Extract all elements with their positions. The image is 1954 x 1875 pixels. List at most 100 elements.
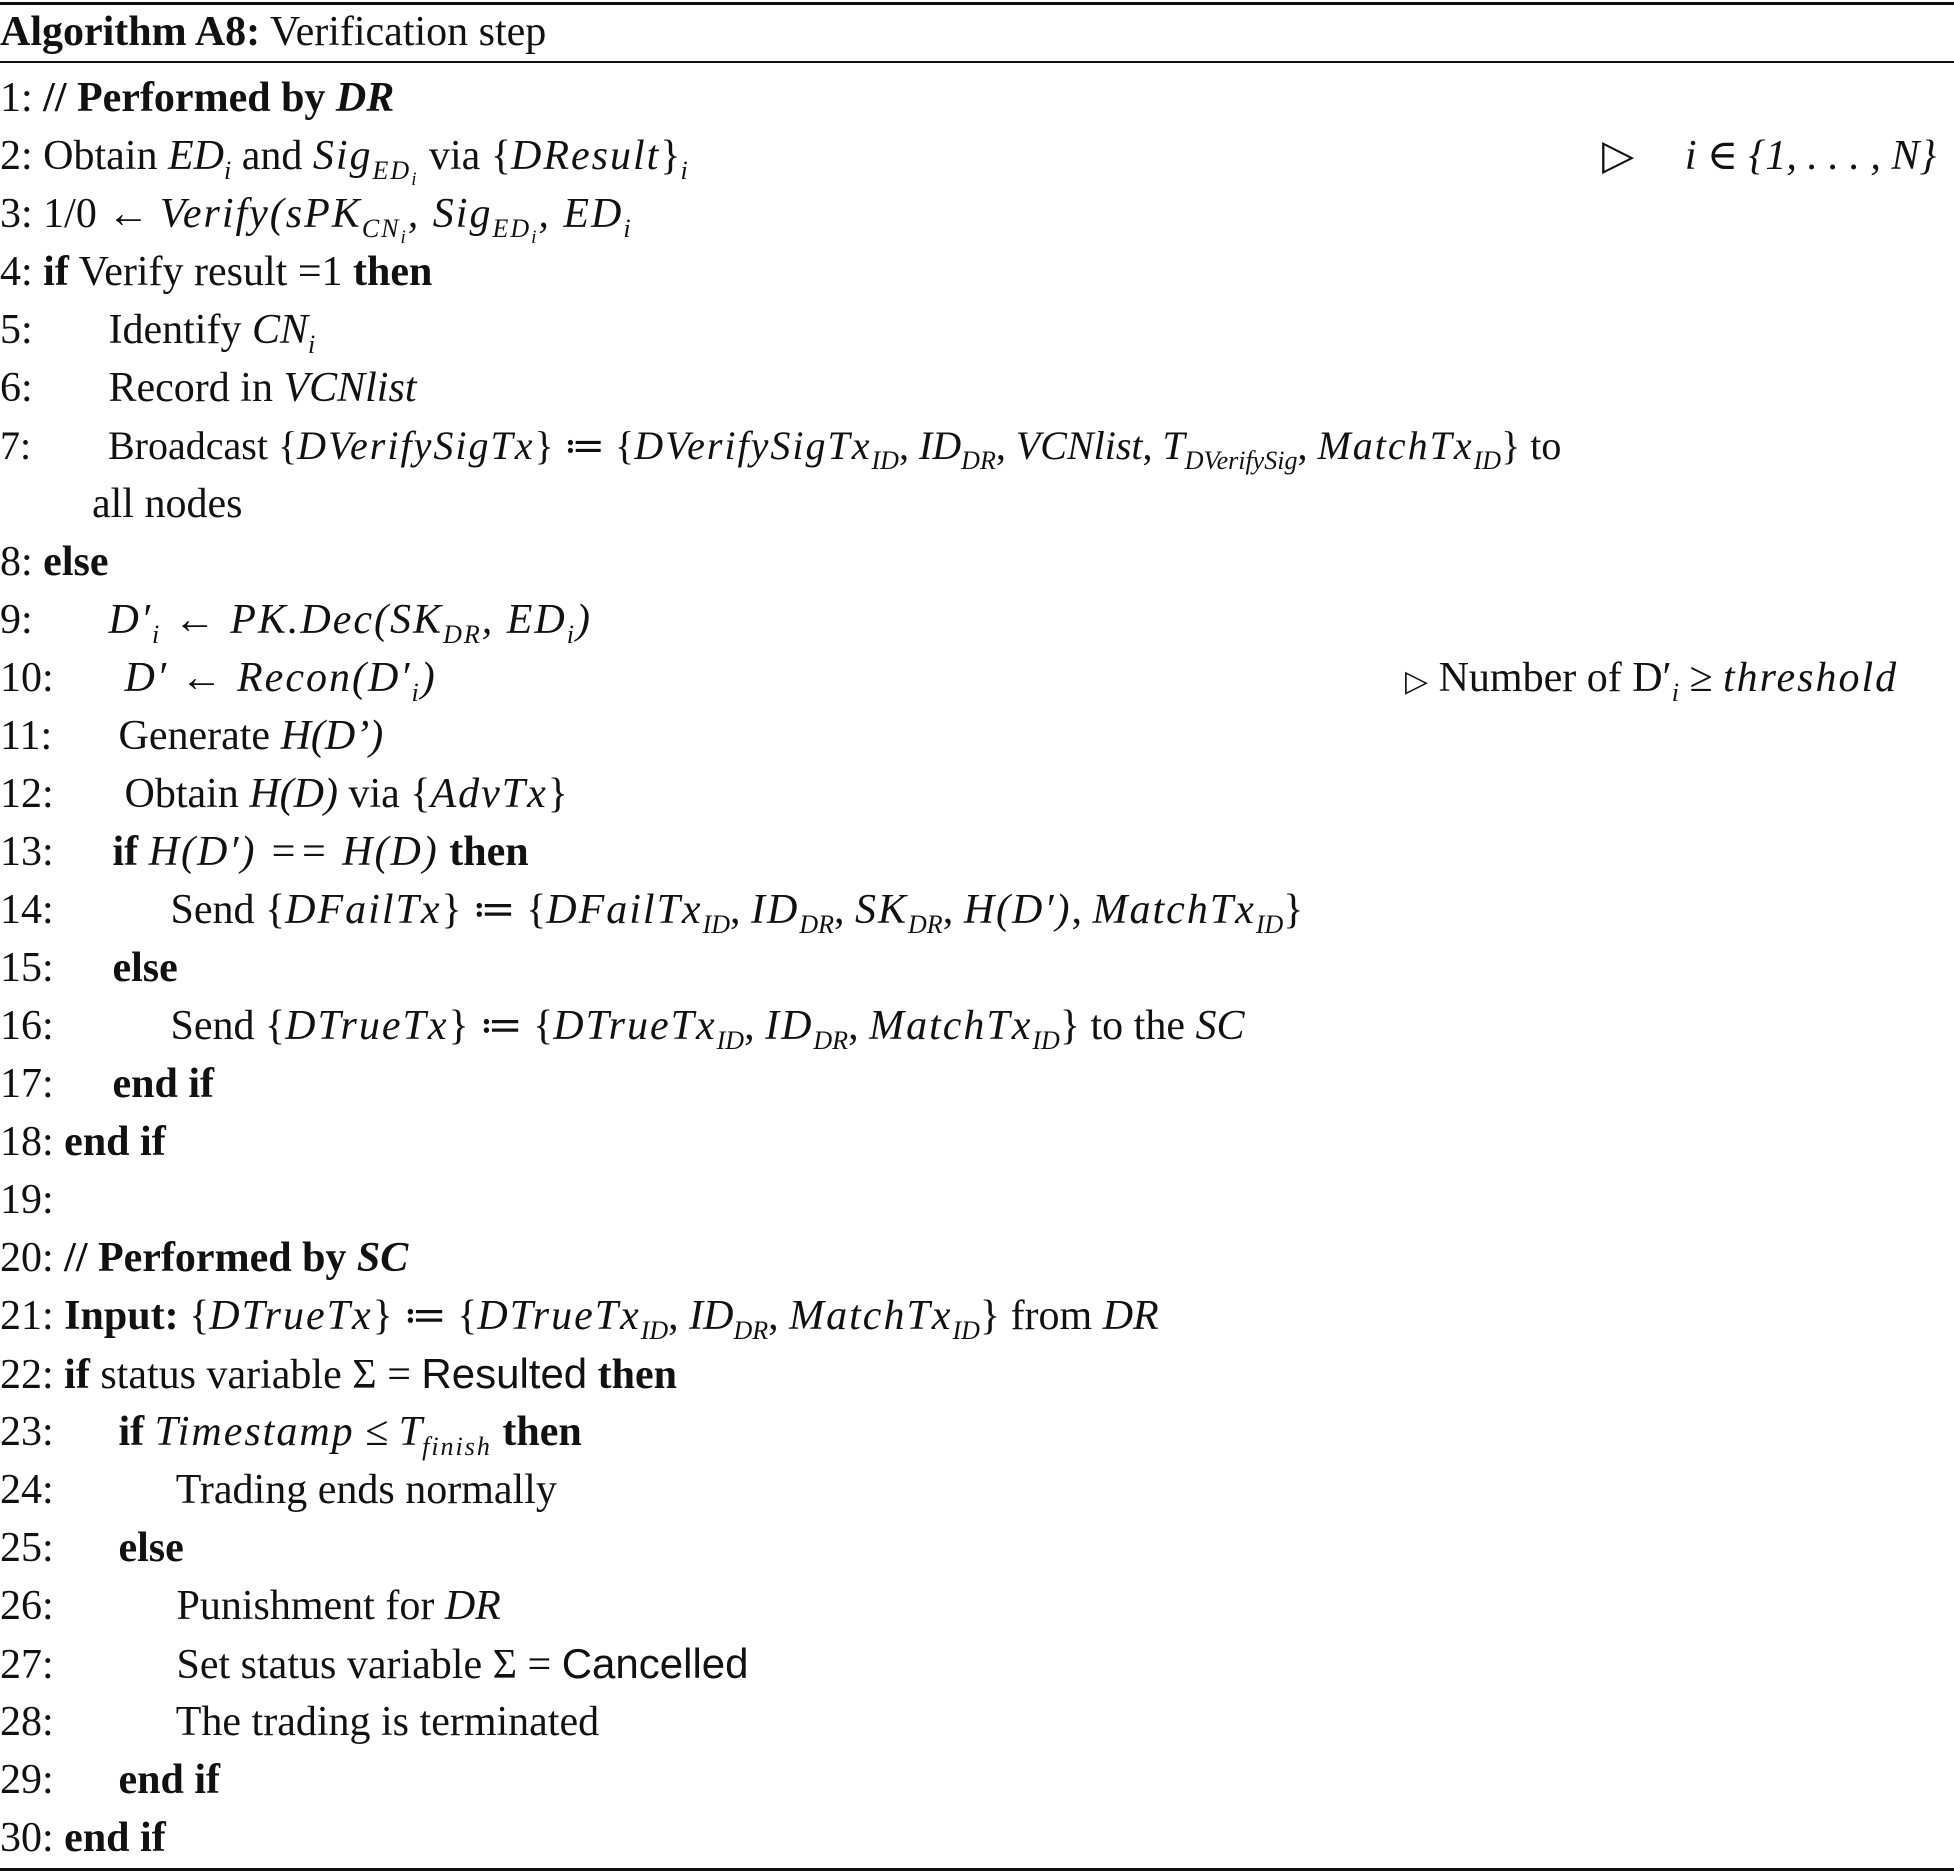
symbol: MatchTx bbox=[789, 1293, 953, 1339]
brace: } bbox=[547, 771, 568, 817]
subscript: DR bbox=[799, 910, 835, 939]
condition: status variable Σ = bbox=[100, 1352, 411, 1398]
line-number: 8: bbox=[0, 539, 33, 585]
symbol: DTrueTx bbox=[209, 1293, 373, 1339]
text: and bbox=[241, 133, 303, 179]
symbol: Verify(sPK bbox=[159, 191, 362, 237]
operator: ≔ bbox=[472, 887, 516, 933]
algorithm-caption: Verification step bbox=[269, 9, 547, 55]
symbol: ID bbox=[918, 423, 962, 468]
keyword: then bbox=[449, 829, 529, 875]
text: Trading ends normally bbox=[175, 1467, 557, 1513]
line-29: 29: end if bbox=[0, 1751, 220, 1809]
text: Punishment for bbox=[176, 1583, 435, 1629]
line-25: 25: else bbox=[0, 1519, 184, 1577]
text: to the bbox=[1090, 1003, 1185, 1049]
line-30: 30: end if bbox=[0, 1809, 166, 1867]
keyword: then bbox=[597, 1352, 678, 1398]
text: Broadcast bbox=[108, 423, 268, 468]
symbol: ID bbox=[765, 1003, 814, 1049]
keyword: end if bbox=[112, 1061, 215, 1107]
symbol: DFailTx bbox=[546, 887, 703, 933]
line-number: 16: bbox=[0, 1003, 54, 1049]
line-number: 21: bbox=[0, 1293, 54, 1339]
actor: DR bbox=[444, 1583, 501, 1629]
symbol: DTrueTx bbox=[285, 1003, 449, 1049]
line-number: 10: bbox=[0, 655, 54, 701]
symbol: D′ bbox=[108, 597, 153, 643]
line-number: 18: bbox=[0, 1119, 54, 1165]
line-7-continued: all nodes bbox=[92, 475, 242, 533]
subscript: DR bbox=[733, 1316, 769, 1345]
brace: } bbox=[1283, 887, 1304, 933]
line-9: 9: D′i ← PK.Dec(SKDR, EDi) bbox=[0, 591, 592, 649]
symbol: DVerifySigTx bbox=[297, 423, 535, 468]
text: Send bbox=[170, 887, 255, 933]
line-number: 19: bbox=[0, 1177, 54, 1223]
brace: { bbox=[410, 771, 431, 817]
subscript: i bbox=[623, 214, 633, 243]
subscript: i bbox=[1671, 678, 1679, 707]
top-rule bbox=[0, 2, 1954, 5]
symbol: DFailTx bbox=[285, 887, 442, 933]
title-rule bbox=[0, 61, 1954, 63]
brace: { bbox=[277, 423, 298, 468]
symbol: H(D’) bbox=[280, 713, 384, 759]
comment-text: // Performed by bbox=[43, 75, 326, 121]
line-number: 28: bbox=[0, 1699, 54, 1745]
line-8: 8: else bbox=[0, 533, 108, 591]
keyword: if bbox=[118, 1409, 145, 1455]
symbol: ) bbox=[420, 655, 437, 701]
text: to bbox=[1530, 423, 1562, 468]
line-number: 23: bbox=[0, 1409, 54, 1455]
line-21: 21: Input: {DTrueTx} ≔ {DTrueTxID, IDDR,… bbox=[0, 1287, 1159, 1345]
brace: { bbox=[526, 887, 547, 933]
text: Obtain bbox=[43, 133, 158, 179]
symbol: MatchTx bbox=[1092, 887, 1256, 933]
brace: } bbox=[979, 1293, 1001, 1339]
line-23: 23: if Timestamp ≤ Tfinish then bbox=[0, 1403, 582, 1461]
subscript: i bbox=[680, 156, 688, 185]
subscript: i bbox=[411, 169, 419, 190]
comment-line-2: ▷ i ∈ {1, . . . , N} bbox=[1602, 127, 1936, 185]
subscript: DR bbox=[813, 1026, 849, 1055]
condition: H(D′) == H(D) bbox=[148, 829, 439, 875]
line-12: 12: Obtain H(D) via {AdvTx} bbox=[0, 765, 568, 823]
line-18: 18: end if bbox=[0, 1113, 166, 1171]
brace: { bbox=[533, 1003, 554, 1049]
subscript: i bbox=[400, 227, 408, 248]
line-7: 7: Broadcast {DVerifySigTx} ≔ {DVerifySi… bbox=[0, 417, 1561, 475]
symbol: Timestamp bbox=[154, 1409, 355, 1455]
line-number: 13: bbox=[0, 829, 54, 875]
line-number: 29: bbox=[0, 1757, 54, 1803]
operator: ≔ bbox=[563, 423, 605, 468]
text: Set status variable Σ = bbox=[176, 1642, 552, 1688]
condition: Verify result =1 bbox=[78, 249, 343, 295]
subscript: ID bbox=[1032, 1026, 1060, 1055]
line-16: 16: Send {DTrueTx} ≔ {DTrueTxID, IDDR, M… bbox=[0, 997, 1244, 1055]
line-number: 2: bbox=[0, 133, 33, 179]
comment-triangle-icon: ▷ bbox=[1405, 665, 1429, 698]
line-6: 6: Record in VCNlist bbox=[0, 359, 417, 417]
symbol: MatchTx bbox=[1317, 423, 1474, 468]
text: Obtain bbox=[124, 771, 239, 817]
subscript: DR bbox=[908, 910, 943, 939]
line-28: 28: The trading is terminated bbox=[0, 1693, 599, 1751]
symbol: Sig bbox=[312, 133, 373, 179]
line-number: 5: bbox=[0, 307, 33, 353]
brace: } bbox=[1501, 423, 1521, 468]
text: from bbox=[1010, 1293, 1093, 1339]
comment-triangle-icon: ▷ bbox=[1602, 133, 1635, 179]
subscript: i bbox=[223, 156, 232, 185]
line-14: 14: Send {DFailTx} ≔ {DFailTxID, IDDR, S… bbox=[0, 881, 1303, 939]
text: Generate bbox=[118, 713, 271, 759]
subscript: i bbox=[152, 620, 162, 649]
text: via bbox=[348, 771, 400, 817]
keyword: Input: bbox=[64, 1293, 179, 1339]
line-26: 26: Punishment for DR bbox=[0, 1577, 501, 1635]
symbol: , ED bbox=[481, 597, 567, 643]
line-number: 1: bbox=[0, 75, 33, 121]
actor: SC bbox=[356, 1235, 409, 1281]
line-10: 10: D′ ← Recon(D′i) bbox=[0, 649, 437, 707]
